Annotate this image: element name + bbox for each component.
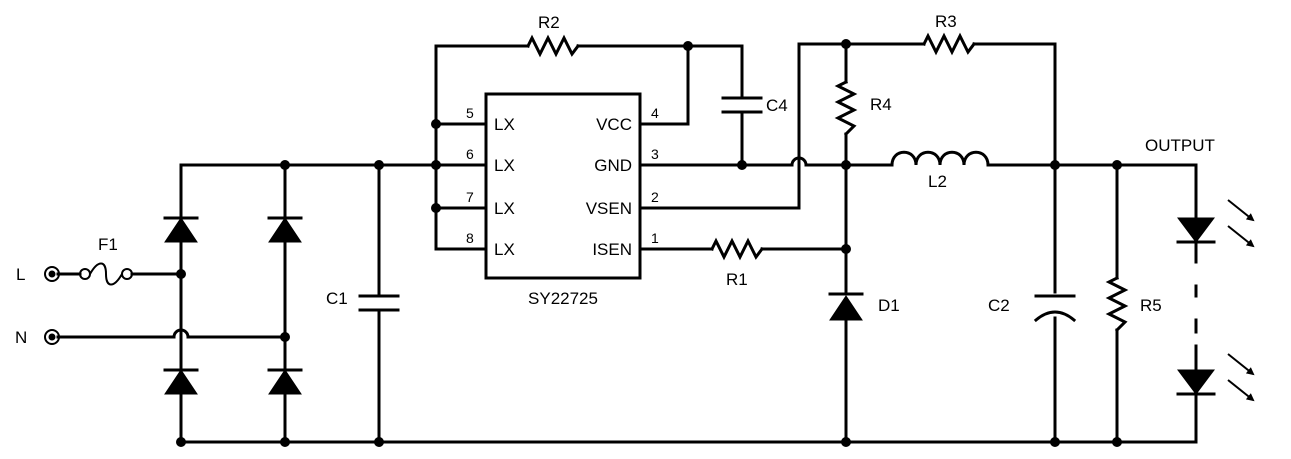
ic-pin-8-name: LX: [494, 240, 515, 259]
ic-pin-6-name: LX: [494, 156, 515, 175]
bridge-diode-bottom-right: [267, 368, 303, 395]
resistor-r3: R3: [921, 12, 977, 56]
ic-sy22725: 5 6 7 8 LX LX LX LX 4 3 2 1 VCC GND VSEN…: [466, 92, 659, 308]
c2-label: C2: [988, 296, 1010, 315]
line-terminal-label: L: [16, 265, 25, 284]
junction-dots: [176, 39, 1122, 447]
l2-label: L2: [928, 172, 947, 191]
output-label: OUTPUT: [1145, 136, 1215, 155]
capacitor-c2: C2: [988, 294, 1077, 323]
c4-label: C4: [766, 96, 788, 115]
r5-label: R5: [1140, 296, 1162, 315]
ic-pin-1-number: 1: [651, 230, 659, 246]
led-top: [1176, 199, 1255, 248]
ic-pin-4-name: VCC: [596, 115, 632, 134]
ic-pin-7-name: LX: [494, 199, 515, 218]
ic-pin-6-number: 6: [466, 146, 474, 162]
r3-label: R3: [935, 12, 957, 31]
resistor-r5: R5: [1105, 275, 1162, 333]
led-bottom: [1176, 353, 1255, 402]
diode-d1: D1: [828, 292, 900, 321]
r1-label: R1: [726, 270, 748, 289]
ic-pin-1-name: ISEN: [592, 240, 632, 259]
ic-pin-2-number: 2: [651, 189, 659, 205]
capacitor-c4: C4: [721, 96, 788, 115]
inductor-l2: L2: [890, 150, 990, 191]
resistor-r1: R1: [709, 237, 765, 289]
r4-label: R4: [870, 95, 892, 114]
c1-label: C1: [326, 289, 348, 308]
ic-pin-8-number: 8: [466, 230, 474, 246]
ic-pin-2-name: VSEN: [586, 199, 632, 218]
bridge-diode-top-left: [163, 216, 199, 243]
r2-label: R2: [538, 13, 560, 32]
capacitor-c1: C1: [326, 289, 400, 312]
ic-pin-5-number: 5: [466, 105, 474, 121]
fuse-label: F1: [98, 235, 118, 254]
bridge-diode-bottom-left: [163, 368, 199, 395]
wires: [56, 42, 1198, 444]
resistor-r4: R4: [834, 79, 892, 137]
neutral-terminal: N: [15, 328, 60, 347]
ic-pin-4-number: 4: [651, 105, 659, 121]
ic-pin-3-name: GND: [594, 156, 632, 175]
bridge-diode-top-right: [267, 216, 303, 243]
ic-pin-5-name: LX: [494, 115, 515, 134]
d1-label: D1: [878, 296, 900, 315]
resistor-r2: R2: [525, 13, 581, 58]
line-terminal: L: [16, 265, 60, 284]
ic-part-number: SY22725: [528, 289, 598, 308]
ic-pin-7-number: 7: [466, 189, 474, 205]
ic-pin-3-number: 3: [651, 146, 659, 162]
neutral-terminal-label: N: [15, 328, 27, 347]
fuse-f1: F1: [79, 235, 133, 286]
